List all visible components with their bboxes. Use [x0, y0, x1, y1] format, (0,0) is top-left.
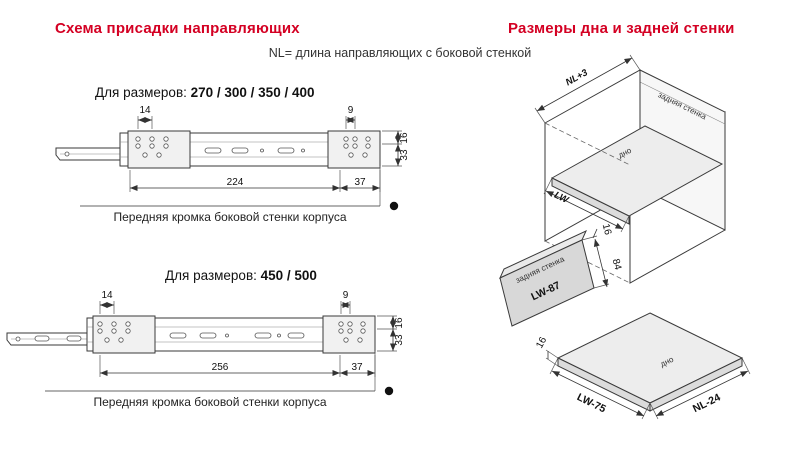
dim-rail-height: 33	[394, 334, 405, 346]
dimensions: 14 9 16 33 256 37	[99, 290, 405, 377]
cabinet-and-panels-drawing: задняя стенка дно NL+3 LW задняя стенка …	[499, 54, 751, 420]
hole-pattern-left	[135, 136, 169, 158]
bottom-panel-width-dim: LW-75	[575, 391, 608, 415]
dim-length: 256	[212, 362, 229, 373]
diagram1-title-prefix: Для размеров:	[95, 85, 191, 100]
dim-hole-pitch-left: 14	[101, 290, 113, 301]
dim-length: 224	[227, 177, 244, 188]
diagram1-title-sizes: 270 / 300 / 350 / 400	[190, 85, 315, 100]
hole-pattern-right	[343, 136, 371, 158]
dim-top-offset: 16	[394, 317, 405, 329]
dim-hole-pitch-left: 14	[139, 105, 151, 116]
diagram1-title: Для размеров: 270 / 300 / 350 / 400	[95, 85, 314, 100]
dim-top-offset: 16	[399, 132, 410, 144]
heading-bottom-back-dimensions: Размеры дна и задней стенки	[508, 20, 735, 37]
front-edge-dot	[384, 386, 394, 396]
back-panel-thickness-dim: 16	[600, 223, 613, 237]
rail-slots	[204, 147, 305, 154]
front-edge-callout: Передняя кромка боковой стенки корпуса	[45, 351, 394, 409]
back-panel-flat: задняя стенка LW-87 84 16	[499, 223, 623, 327]
dim-front-offset: 37	[351, 362, 363, 373]
diagram2-title: Для размеров: 450 / 500	[165, 268, 317, 283]
dim-front-offset: 37	[354, 177, 366, 188]
slide-rail	[6, 315, 376, 354]
bottom-panel-thickness-dim: 16	[534, 335, 549, 350]
dimensions: 14 9 16 33 224 37	[129, 105, 410, 192]
hole-pattern-right	[338, 321, 366, 343]
rail-slots	[169, 332, 305, 339]
mounting-plate-left	[92, 315, 156, 354]
dim-rail-height: 33	[399, 149, 410, 161]
mounting-plate-right	[322, 315, 376, 354]
hole-pattern-left	[97, 321, 131, 343]
front-edge-dot	[389, 201, 399, 211]
heading-drilling-scheme: Схема присадки направляющих	[55, 20, 300, 37]
front-edge-label: Передняя кромка боковой стенки корпуса	[114, 210, 347, 224]
dim-hole-pitch-right: 9	[343, 290, 349, 301]
slide-drawing-450-500: 14 9 16 33 256 37 Передняя кромка боково…	[6, 290, 405, 409]
front-edge-callout: Передняя кромка боковой стенки корпуса	[80, 166, 399, 224]
back-panel-height-dim: 84	[610, 258, 623, 272]
dim-depth-nl: NL+3	[564, 67, 591, 88]
bottom-panel-face	[556, 312, 744, 404]
bottom-panel-depth-dim: NL-24	[691, 391, 723, 415]
front-edge-label: Передняя кромка боковой стенки корпуса	[94, 395, 327, 409]
diagram2-title-prefix: Для размеров:	[165, 268, 261, 283]
diagram2-title-sizes: 450 / 500	[260, 268, 317, 283]
bottom-panel-flat: дно LW-75 NL-24 16	[534, 312, 751, 420]
slide-rail	[55, 130, 381, 169]
mounting-plate-right	[327, 130, 381, 169]
nl-definition-note: NL= длина направляющих с боковой стенкой	[268, 46, 532, 60]
dim-hole-pitch-right: 9	[348, 105, 354, 116]
slide-drawing-270-400: 14 9 16 33 224 37 Передняя кромка боково…	[55, 105, 410, 224]
